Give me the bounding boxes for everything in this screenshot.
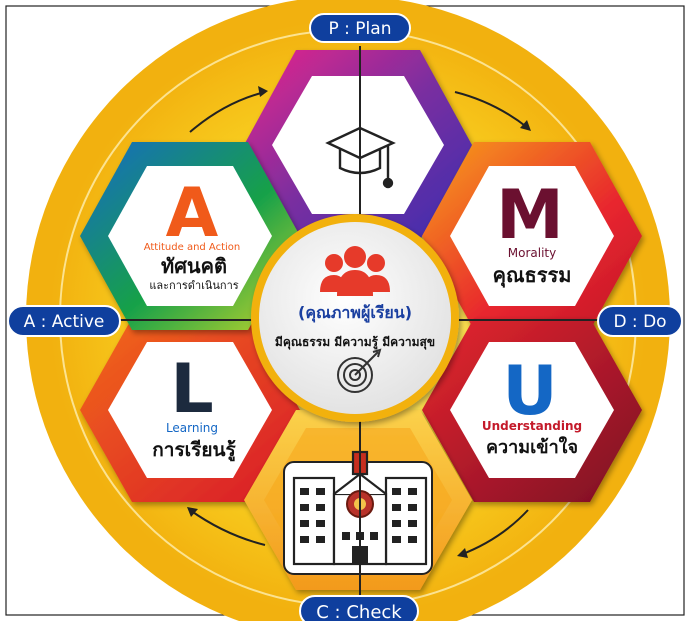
morality-en: Morality <box>508 246 556 260</box>
arrow-icon-bottom-left <box>189 509 266 546</box>
cycle-arrows <box>189 91 529 556</box>
understanding-th: ความเข้าใจ <box>486 436 578 458</box>
school-building-icon <box>283 450 433 575</box>
attitude-th: ทัศนคติ <box>161 254 227 278</box>
plan-hexagon <box>244 50 472 240</box>
understanding-letter: U <box>502 352 557 431</box>
understanding-en: Understanding <box>482 419 582 433</box>
center-circle <box>251 214 459 422</box>
check-pill <box>299 595 419 625</box>
morality-letter: M <box>496 176 564 255</box>
arrow-icon-bottom-right <box>459 509 529 556</box>
active-label: A : Active <box>24 312 105 332</box>
do-label: D : Do <box>613 312 666 332</box>
morality-th: คุณธรรม <box>493 263 572 288</box>
learning-th: การเรียนรู้ <box>152 439 236 462</box>
understanding-hexagon <box>422 318 642 502</box>
check-label: C : Check <box>316 602 402 621</box>
attitude-en: Attitude and Action <box>144 242 241 253</box>
arrow-icon-top-left <box>189 91 266 133</box>
plan-label: P : Plan <box>329 19 392 39</box>
attitude-letter: A <box>166 174 219 253</box>
target-arrow-icon <box>337 348 382 393</box>
plan-pill <box>309 13 411 43</box>
learning-en: Learning <box>166 421 218 435</box>
center-subtitle: มีคุณธรรม มีความรู้ มีความสุข <box>275 335 435 350</box>
attitude-th-sub: และการดำเนินการ <box>149 279 238 292</box>
arrow-icon-top-right <box>454 91 529 129</box>
attitude-hexagon <box>80 142 300 330</box>
learning-letter: L <box>170 350 213 429</box>
active-pill <box>7 305 121 337</box>
learning-hexagon <box>80 318 300 502</box>
do-pill <box>597 305 683 337</box>
people-group-icon <box>320 246 390 296</box>
morality-hexagon <box>422 142 642 330</box>
center-title: (คุณภาพผู้เรียน) <box>298 303 412 324</box>
graduation-cap-icon <box>325 126 396 189</box>
